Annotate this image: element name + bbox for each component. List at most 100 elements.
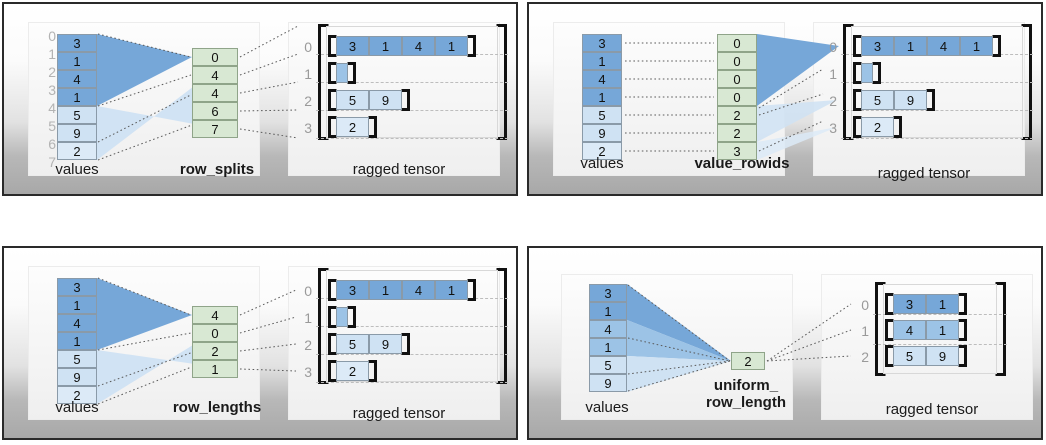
tensor-cell: 3: [336, 280, 369, 300]
tensor-cell: 1: [435, 280, 468, 300]
row-open-bracket: [853, 35, 864, 59]
row-open-bracket: [328, 306, 339, 330]
values-index-label: 7: [48, 154, 56, 170]
values-cell: 5: [57, 350, 97, 368]
encoding-cell: 4: [192, 84, 238, 102]
encoding-cell: 0: [717, 70, 757, 88]
tensor-row-separator: [841, 138, 1033, 139]
tensor-row-index: 2: [829, 93, 837, 109]
tensor-cell-empty: [861, 63, 873, 83]
tensor-row-index: 1: [829, 66, 837, 82]
tensor-cell-empty: [336, 63, 348, 83]
row-open-bracket: [328, 116, 339, 140]
tensor-row-separator: [873, 314, 1007, 315]
values-cell: 4: [57, 314, 97, 332]
tensor-row-separator: [316, 82, 508, 83]
tensor-open-bracket: [875, 282, 888, 378]
encoding-cell: 0: [192, 48, 238, 66]
values-index-label: 3: [48, 82, 56, 98]
tensor-row-index: 1: [304, 310, 312, 326]
values-caption: values: [580, 155, 624, 172]
values-cell: 5: [57, 106, 97, 124]
row-open-bracket: [885, 319, 896, 343]
tensor-cell: 5: [336, 334, 369, 354]
values-cell: 1: [589, 338, 627, 356]
values-cell: 9: [589, 374, 627, 392]
values-caption: values: [585, 399, 629, 416]
tensor-cell: 1: [894, 36, 927, 56]
row-close-bracket: [401, 89, 412, 113]
values-cell: 2: [57, 386, 97, 404]
row-close-bracket: [401, 333, 412, 357]
tensor-cell: 4: [927, 36, 960, 56]
encoding-caption: row_splits: [179, 161, 255, 178]
row-close-bracket: [958, 293, 969, 317]
encoding-cell: 6: [192, 102, 238, 120]
tensor-cell: 2: [336, 361, 369, 381]
values-index-label: 1: [48, 46, 56, 62]
values-cell: 3: [582, 34, 622, 52]
encoding-cell: 7: [192, 120, 238, 138]
row-close-bracket: [368, 360, 379, 384]
encoding-caption: uniform_row_length: [681, 377, 811, 412]
tensor-row-separator: [841, 110, 1033, 111]
tensor-row-index: 0: [861, 297, 869, 313]
tensor-row: 2: [336, 361, 369, 381]
tensor-row: 2: [861, 117, 894, 137]
row-close-bracket: [347, 306, 358, 330]
tensor-row: 2: [336, 117, 369, 137]
encoding-cell: 0: [717, 52, 757, 70]
tensor-caption: ragged tensor: [885, 401, 979, 418]
encoding-cell: 2: [717, 124, 757, 142]
encoding-caption-line1: uniform_: [713, 377, 779, 394]
tensor-cell: 3: [893, 294, 926, 314]
row-open-bracket: [885, 345, 896, 369]
values-cell: 1: [57, 52, 97, 70]
tensor-cell: 1: [369, 36, 402, 56]
tensor-row-separator: [316, 138, 508, 139]
tensor-row-separator: [873, 344, 1007, 345]
row-close-bracket: [347, 62, 358, 86]
tensor-cell: 1: [435, 36, 468, 56]
tensor-cell: 2: [861, 117, 894, 137]
values-cell: 5: [582, 106, 622, 124]
values-cell: 3: [57, 34, 97, 52]
row-close-bracket: [467, 35, 478, 59]
tensor-row-index: 2: [861, 349, 869, 365]
values-cell: 9: [57, 124, 97, 142]
values-index-label: 6: [48, 136, 56, 152]
encoding-cell: 2: [717, 106, 757, 124]
row-open-bracket: [328, 62, 339, 86]
row-close-bracket: [893, 116, 904, 140]
values-caption: values: [55, 399, 99, 416]
tensor-cell: 4: [893, 320, 926, 340]
tensor-row-index: 0: [304, 283, 312, 299]
tensor-row-index: 1: [304, 66, 312, 82]
tensor-row-index: 2: [304, 337, 312, 353]
tensor-cell: 1: [960, 36, 993, 56]
tensor-cell: 9: [894, 90, 927, 110]
tensor-row: [861, 63, 873, 83]
row-open-bracket: [853, 89, 864, 113]
values-cell: 9: [57, 368, 97, 386]
encoding-column: 2: [731, 352, 765, 370]
values-index-label: 2: [48, 64, 56, 80]
row-close-bracket: [467, 279, 478, 303]
row-open-bracket: [853, 116, 864, 140]
encoding-caption-line2: row_length: [705, 393, 786, 411]
tensor-row-separator: [841, 82, 1033, 83]
values-cell: 3: [589, 284, 627, 302]
